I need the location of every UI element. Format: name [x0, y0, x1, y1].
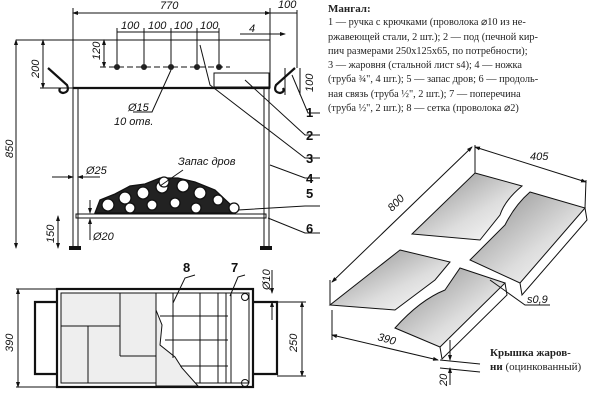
firewood-pile — [94, 176, 240, 214]
lid-caption-material: (оцинкованный) — [505, 361, 582, 373]
dim-inner: 250 — [288, 333, 300, 353]
dim-box-height: 200 — [30, 59, 42, 79]
dim-lid-front: 390 — [376, 331, 398, 348]
bricks — [60, 292, 157, 384]
handle-right — [274, 67, 296, 95]
legend-title: Мангал: — [328, 3, 371, 15]
leg-right — [263, 87, 270, 249]
dim-thickness: s0,9 — [527, 294, 548, 306]
lid-caption: Крышка жаров- ни (оцинкованный) — [490, 346, 581, 374]
legend-line: (труба ½", 2 шт.); 8 — сетка (проволока … — [328, 103, 519, 115]
dim-hole-height: 120 — [91, 41, 103, 60]
dim-lid-length: 800 — [386, 192, 408, 214]
dim-lid-width: 405 — [530, 151, 549, 163]
dim-total-height: 850 — [4, 139, 16, 158]
legend: Мангал: 1 — ручка с крючками (проволока … — [328, 2, 600, 116]
dim-pitch-1: 100 — [121, 20, 140, 32]
lid-view: 405 800 390 s0,9 20 — [328, 145, 588, 387]
callout-6: 6 — [306, 221, 313, 236]
legend-line: ная связь (труба ½", 2 шт.); 7 — попереч… — [328, 88, 521, 100]
leg-left — [72, 87, 79, 249]
front-view: 770 100 100 100 100 100 4 200 120 100 85… — [4, 0, 320, 250]
callout-4: 4 — [306, 171, 314, 186]
dim-depth: 390 — [4, 333, 16, 352]
dim-hole-count: 10 отв. — [114, 116, 153, 128]
legend-line: (труба ¾", 4 шт.); 5 — запас дров; 6 — п… — [328, 74, 539, 86]
dim-tie-dia: Ø20 — [92, 231, 115, 243]
handle-left — [47, 67, 69, 95]
dim-pitch-3: 100 — [174, 20, 193, 32]
lid-caption-title-end: ни — [490, 361, 503, 373]
callout-5: 5 — [306, 186, 313, 201]
dim-tie-height: 150 — [45, 224, 57, 243]
longitudinal-tie — [75, 213, 267, 219]
legend-line: 3 — жаровня (стальной лист s4); 4 — ножк… — [328, 60, 522, 72]
dim-handle-height: 100 — [304, 73, 316, 92]
handle-left-top — [33, 300, 57, 376]
callout-2: 2 — [306, 128, 313, 143]
dim-width: 770 — [160, 0, 179, 12]
dim-flange: 20 — [438, 373, 450, 387]
legend-line: 1 — ручка с крючками (проволока ⌀10 из н… — [328, 17, 526, 29]
callout-8: 8 — [183, 260, 190, 275]
dim-wall: 4 — [249, 23, 255, 35]
dim-rod-dia: Ø10 — [261, 268, 273, 291]
handle-right-top — [253, 300, 279, 376]
crossbar — [225, 292, 232, 384]
legend-line: пич размерами 250х125х65, по потребности… — [328, 45, 528, 57]
brick-hearth — [213, 72, 270, 88]
top-view: 390 250 Ø10 8 7 — [4, 260, 306, 389]
callout-7: 7 — [231, 260, 238, 275]
wire-grid — [160, 293, 228, 383]
lid-caption-title: Крышка жаров- — [490, 347, 571, 359]
dim-handle: 100 — [278, 0, 297, 11]
dim-pitch-2: 100 — [148, 20, 167, 32]
dim-leg-dia: Ø25 — [85, 165, 108, 177]
legend-line: ржавеющей стали, 2 шт.); 2 — под (печной… — [328, 31, 538, 43]
dim-pitch-4: 100 — [200, 20, 219, 32]
dim-hole-dia: Ø15 — [127, 102, 150, 114]
callout-3: 3 — [306, 151, 313, 166]
firewood-label: Запас дров — [178, 156, 236, 168]
callout-1: 1 — [306, 105, 313, 120]
